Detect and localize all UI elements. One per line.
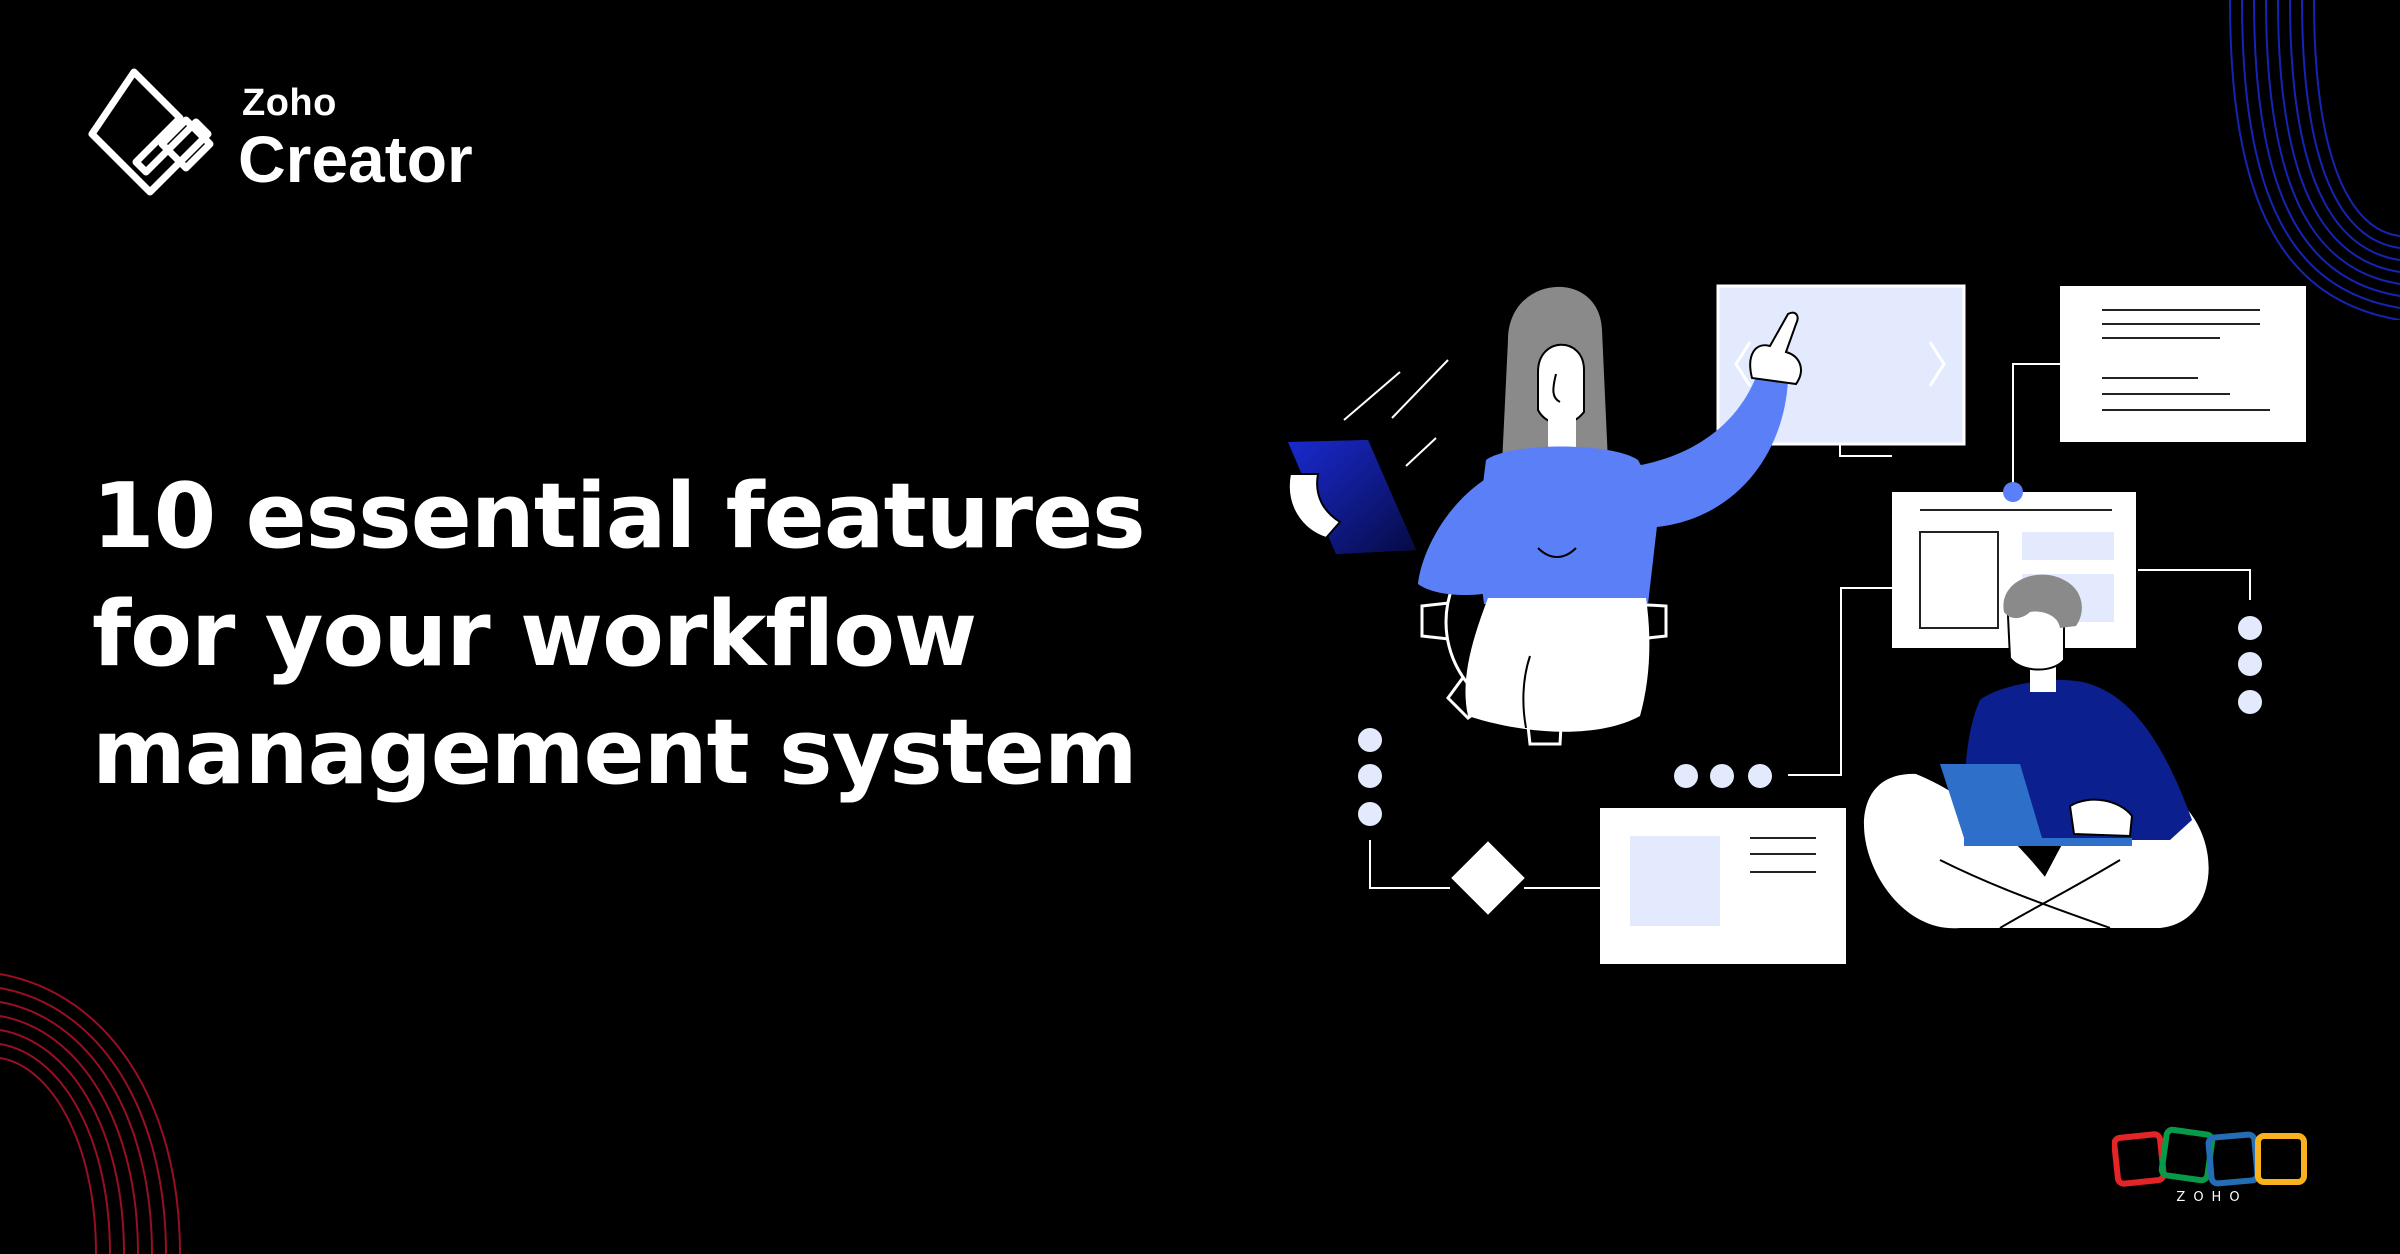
connector-lines — [1369, 360, 2251, 889]
decorative-arcs-top-right — [2229, 0, 2400, 320]
motion-lines — [1343, 359, 1449, 467]
zoho-logo-text: ZOHO — [2176, 1190, 2248, 1205]
brand-name-zoho: Zoho — [242, 82, 337, 124]
decision-diamond — [1451, 841, 1525, 915]
woman-figure — [1287, 286, 1802, 732]
brand-name-creator: Creator — [238, 122, 473, 196]
workflow-illustration — [1287, 284, 2306, 964]
dot-groups — [1358, 616, 2262, 826]
title-line-2: for your workflow — [92, 582, 977, 687]
chevron-left-icon — [1734, 341, 1752, 387]
decorative-arcs-bottom-left — [0, 973, 181, 1254]
chevron-right-icon — [1928, 341, 1946, 387]
title-line-3: management system — [92, 700, 1138, 805]
text-card-top-right — [2060, 286, 2306, 442]
title-line-1: 10 essential features — [92, 464, 1146, 569]
brand-logo: Zoho Creator — [86, 66, 506, 206]
image-card-bottom — [1600, 808, 1846, 964]
zoho-logo: ZOHO — [2111, 1126, 2312, 1216]
zoho-logo-icon — [2111, 1126, 2307, 1187]
zoho-creator-logo-icon — [88, 68, 214, 196]
man-figure — [1863, 574, 2209, 929]
page-title: 10 essential features for your workflow … — [92, 458, 1192, 812]
